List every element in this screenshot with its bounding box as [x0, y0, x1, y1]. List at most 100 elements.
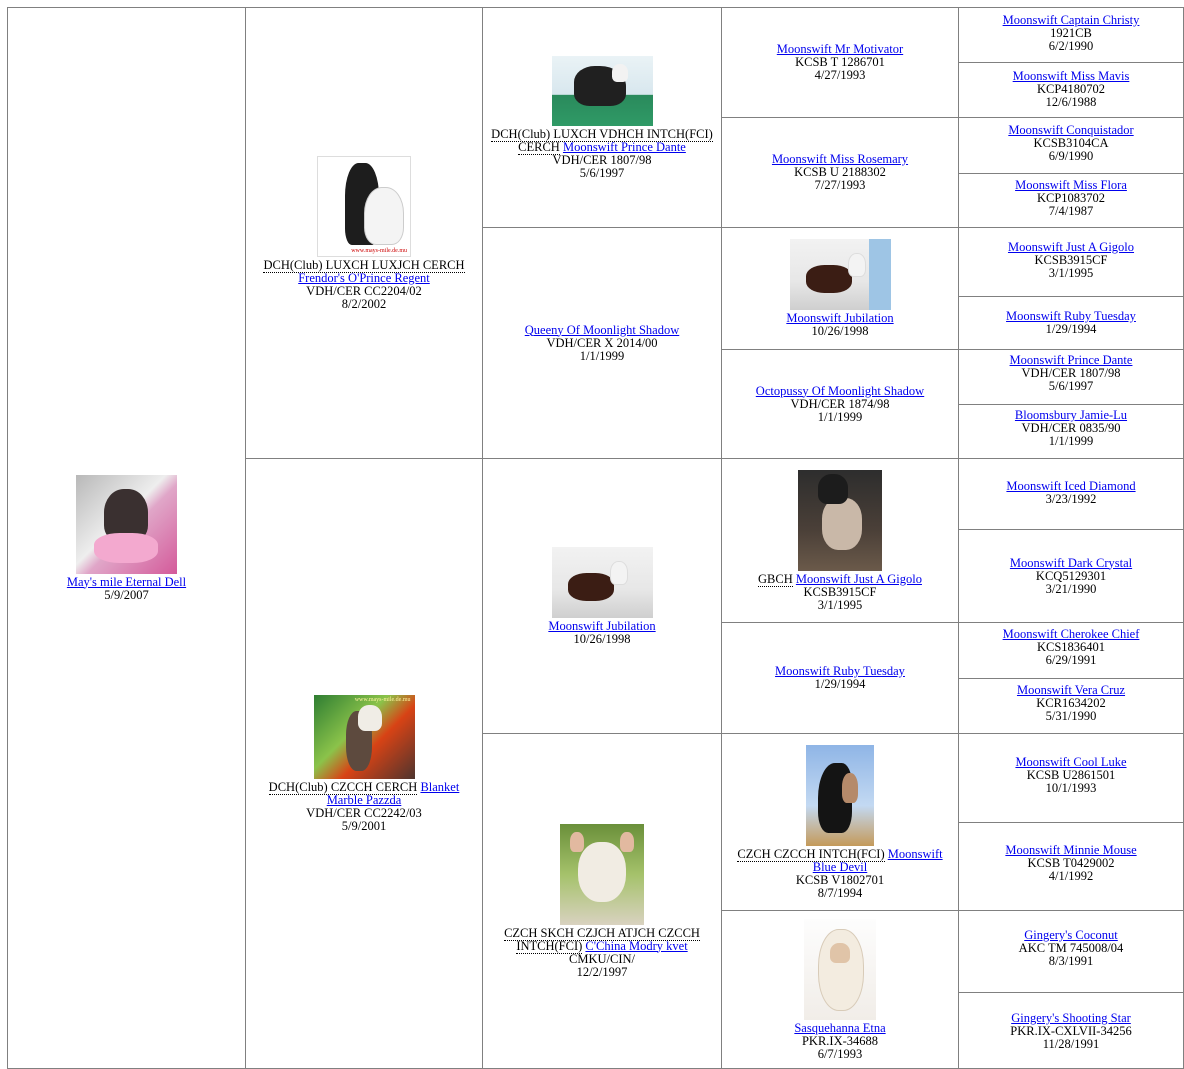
- registration-number: VDH/CER CC2242/03: [306, 805, 422, 820]
- dog-link[interactable]: Moonswift Miss Flora: [1015, 178, 1127, 192]
- title-abbrev: DCH(Club) CZCCH CERCH: [268, 779, 418, 795]
- dog-link[interactable]: Octopussy Of Moonlight Shadow: [755, 383, 925, 398]
- dog-photo[interactable]: [806, 744, 874, 846]
- birth-date: 5/6/1997: [579, 165, 625, 180]
- gen5-cell: Moonswift Iced Diamond 3/23/1992: [958, 458, 1184, 530]
- gen4-cell: Moonswift Ruby Tuesday 1/29/1994: [721, 622, 959, 734]
- dog-link[interactable]: Bloomsbury Jamie-Lu: [1014, 408, 1128, 422]
- gen4-cell: Moonswift Mr Motivator KCSB T 1286701 4/…: [721, 7, 959, 118]
- dog-link[interactable]: C'China Modry kvet: [585, 938, 688, 953]
- dog-link[interactable]: Moonswift Just A Gigolo: [1007, 240, 1135, 254]
- dog-link[interactable]: Moonswift Prince Dante: [562, 139, 686, 154]
- birth-date: 6/29/1991: [1045, 653, 1097, 667]
- dog-link[interactable]: Moonswift Miss Mavis: [1012, 69, 1130, 83]
- registration-number: 1921CB: [1050, 26, 1092, 40]
- gen1-cell: May's mile Eternal Dell 5/9/2007: [7, 7, 246, 1069]
- gen4-cell: Sasquehanna Etna PKR.IX-34688 6/7/1993: [721, 910, 959, 1069]
- gen5-cell: Moonswift Dark Crystal KCQ5129301 3/21/1…: [958, 529, 1184, 623]
- gen5-cell: Gingery's Shooting Star PKR.IX-CXLVII-34…: [958, 992, 1184, 1069]
- registration-number: KCSB3104CA: [1033, 136, 1109, 150]
- dog-link[interactable]: Sasquehanna Etna: [794, 1020, 886, 1035]
- birth-date: 5/9/2007: [104, 587, 149, 602]
- birth-date: 8/7/1994: [817, 885, 863, 900]
- gen5-cell: Moonswift Minnie Mouse KCSB T0429002 4/1…: [958, 822, 1184, 911]
- dog-link[interactable]: Moonswift Vera Cruz: [1016, 683, 1126, 697]
- registration-number: KCSB V1802701: [795, 872, 885, 887]
- birth-date: 6/2/1990: [1048, 39, 1094, 53]
- birth-date: 12/2/1997: [576, 964, 628, 979]
- registration-number: KCSB U 2188302: [794, 165, 886, 179]
- dog-link[interactable]: Moonswift Conquistador: [1008, 123, 1134, 137]
- dog-link[interactable]: Moonswift Jubilation: [786, 311, 894, 325]
- dog-photo[interactable]: [551, 55, 653, 126]
- birth-date: 7/27/1993: [814, 178, 866, 192]
- dog-link[interactable]: Moonswift Ruby Tuesday: [1006, 309, 1136, 323]
- dog-link[interactable]: Moonswift Minnie Mouse: [1005, 843, 1137, 857]
- dog-link[interactable]: Moonswift Just A Gigolo: [795, 571, 922, 586]
- dog-link[interactable]: Moonswift Iced Diamond: [1006, 479, 1136, 493]
- dog-link[interactable]: Frendor's O'Prince Regent: [298, 270, 430, 285]
- dog-link[interactable]: Moonswift Cool Luke: [1015, 755, 1127, 769]
- dog-photo[interactable]: www.mays-mile.de.mu: [313, 694, 415, 779]
- birth-date: 3/1/1995: [817, 597, 863, 612]
- registration-number: KCP1083702: [1036, 191, 1106, 205]
- dog-photo[interactable]: [560, 823, 644, 925]
- dog-link[interactable]: Moonswift Blue Devil: [812, 846, 943, 874]
- dog-link[interactable]: Gingery's Shooting Star: [1011, 1011, 1131, 1025]
- dog-photo[interactable]: [798, 469, 882, 571]
- dog-link[interactable]: Moonswift Captain Christy: [1002, 13, 1140, 27]
- dog-photo[interactable]: [804, 918, 876, 1020]
- registration-number: KCSB T0429002: [1027, 856, 1115, 870]
- photo-watermark: www.mays-mile.de.mu: [354, 696, 411, 703]
- birth-date: 4/27/1993: [814, 68, 866, 82]
- gen5-cell: Moonswift Miss Flora KCP1083702 7/4/1987: [958, 173, 1184, 228]
- dog-link[interactable]: Moonswift Miss Rosemary: [771, 152, 909, 166]
- birth-date: 12/6/1988: [1045, 95, 1097, 109]
- gen2-sire-cell: www.mays-mile.de.mu DCH(Club) LUXCH LUXJ…: [245, 7, 483, 459]
- title-abbrev: DCH(Club) LUXCH LUXJCH CERCH: [263, 257, 465, 273]
- dog-photo[interactable]: [76, 474, 177, 574]
- registration-number: KCQ5129301: [1035, 568, 1107, 583]
- registration-number: VDH/CER 1807/98: [1021, 366, 1121, 380]
- birth-date: 1/29/1994: [814, 677, 866, 691]
- birth-date: 4/1/1992: [1048, 869, 1094, 883]
- dog-link[interactable]: Moonswift Jubilation: [548, 618, 656, 633]
- dog-link[interactable]: Moonswift Mr Motivator: [776, 42, 904, 56]
- registration-number: KCS1836401: [1036, 640, 1106, 654]
- dog-link[interactable]: Queeny Of Moonlight Shadow: [524, 322, 680, 337]
- dog-link[interactable]: May's mile Eternal Dell: [66, 574, 187, 589]
- gen4-cell: CZCH CZCCH INTCH(FCI) Moonswift Blue Dev…: [721, 733, 959, 911]
- gen3-cell: CZCH SKCH CZJCH ATJCH CZCCH INTCH(FCI) C…: [482, 733, 722, 1069]
- registration-number: VDH/CER CC2204/02: [306, 283, 422, 298]
- birth-date: 1/29/1994: [1045, 322, 1097, 336]
- dog-link[interactable]: Moonswift Cherokee Chief: [1002, 627, 1140, 641]
- registration-number: KCSB3915CF: [803, 584, 877, 599]
- birth-date: 3/23/1992: [1045, 492, 1097, 506]
- birth-date: 6/7/1993: [817, 1046, 863, 1061]
- gen5-cell: Moonswift Just A Gigolo KCSB3915CF 3/1/1…: [958, 227, 1184, 297]
- registration-number: VDH/CER 1874/98: [790, 396, 890, 411]
- dog-photo[interactable]: [789, 239, 891, 310]
- dog-link[interactable]: Moonswift Prince Dante: [1009, 353, 1133, 367]
- dog-link[interactable]: Blanket Marble Pazzda: [326, 779, 460, 807]
- registration-number: KCSB3915CF: [1034, 253, 1108, 267]
- registration-number: VDH/CER X 2014/00: [546, 335, 658, 350]
- dog-photo[interactable]: www.mays-mile.de.mu: [317, 155, 411, 257]
- registration-number: CMKU/CIN/: [569, 951, 635, 966]
- registration-number: PKR.IX-34688: [801, 1033, 879, 1048]
- birth-date: 7/4/1987: [1048, 204, 1094, 218]
- birth-date: 10/26/1998: [811, 324, 869, 338]
- registration-number: KCSB T 1286701: [795, 55, 885, 69]
- dog-link[interactable]: Gingery's Coconut: [1024, 928, 1118, 942]
- dog-link[interactable]: Moonswift Ruby Tuesday: [775, 664, 905, 678]
- birth-date: 6/9/1990: [1048, 149, 1094, 163]
- birth-date: 10/26/1998: [573, 631, 631, 646]
- gen5-cell: Moonswift Captain Christy 1921CB 6/2/199…: [958, 7, 1184, 63]
- gen4-cell: Moonswift Jubilation 10/26/1998: [721, 227, 959, 350]
- registration-number: VDH/CER 1807/98: [552, 152, 652, 167]
- gen5-cell: Moonswift Cherokee Chief KCS1836401 6/29…: [958, 622, 1184, 679]
- dog-photo[interactable]: [551, 546, 653, 618]
- birth-date: 3/1/1995: [1048, 266, 1094, 280]
- dog-link[interactable]: Moonswift Dark Crystal: [1009, 555, 1133, 570]
